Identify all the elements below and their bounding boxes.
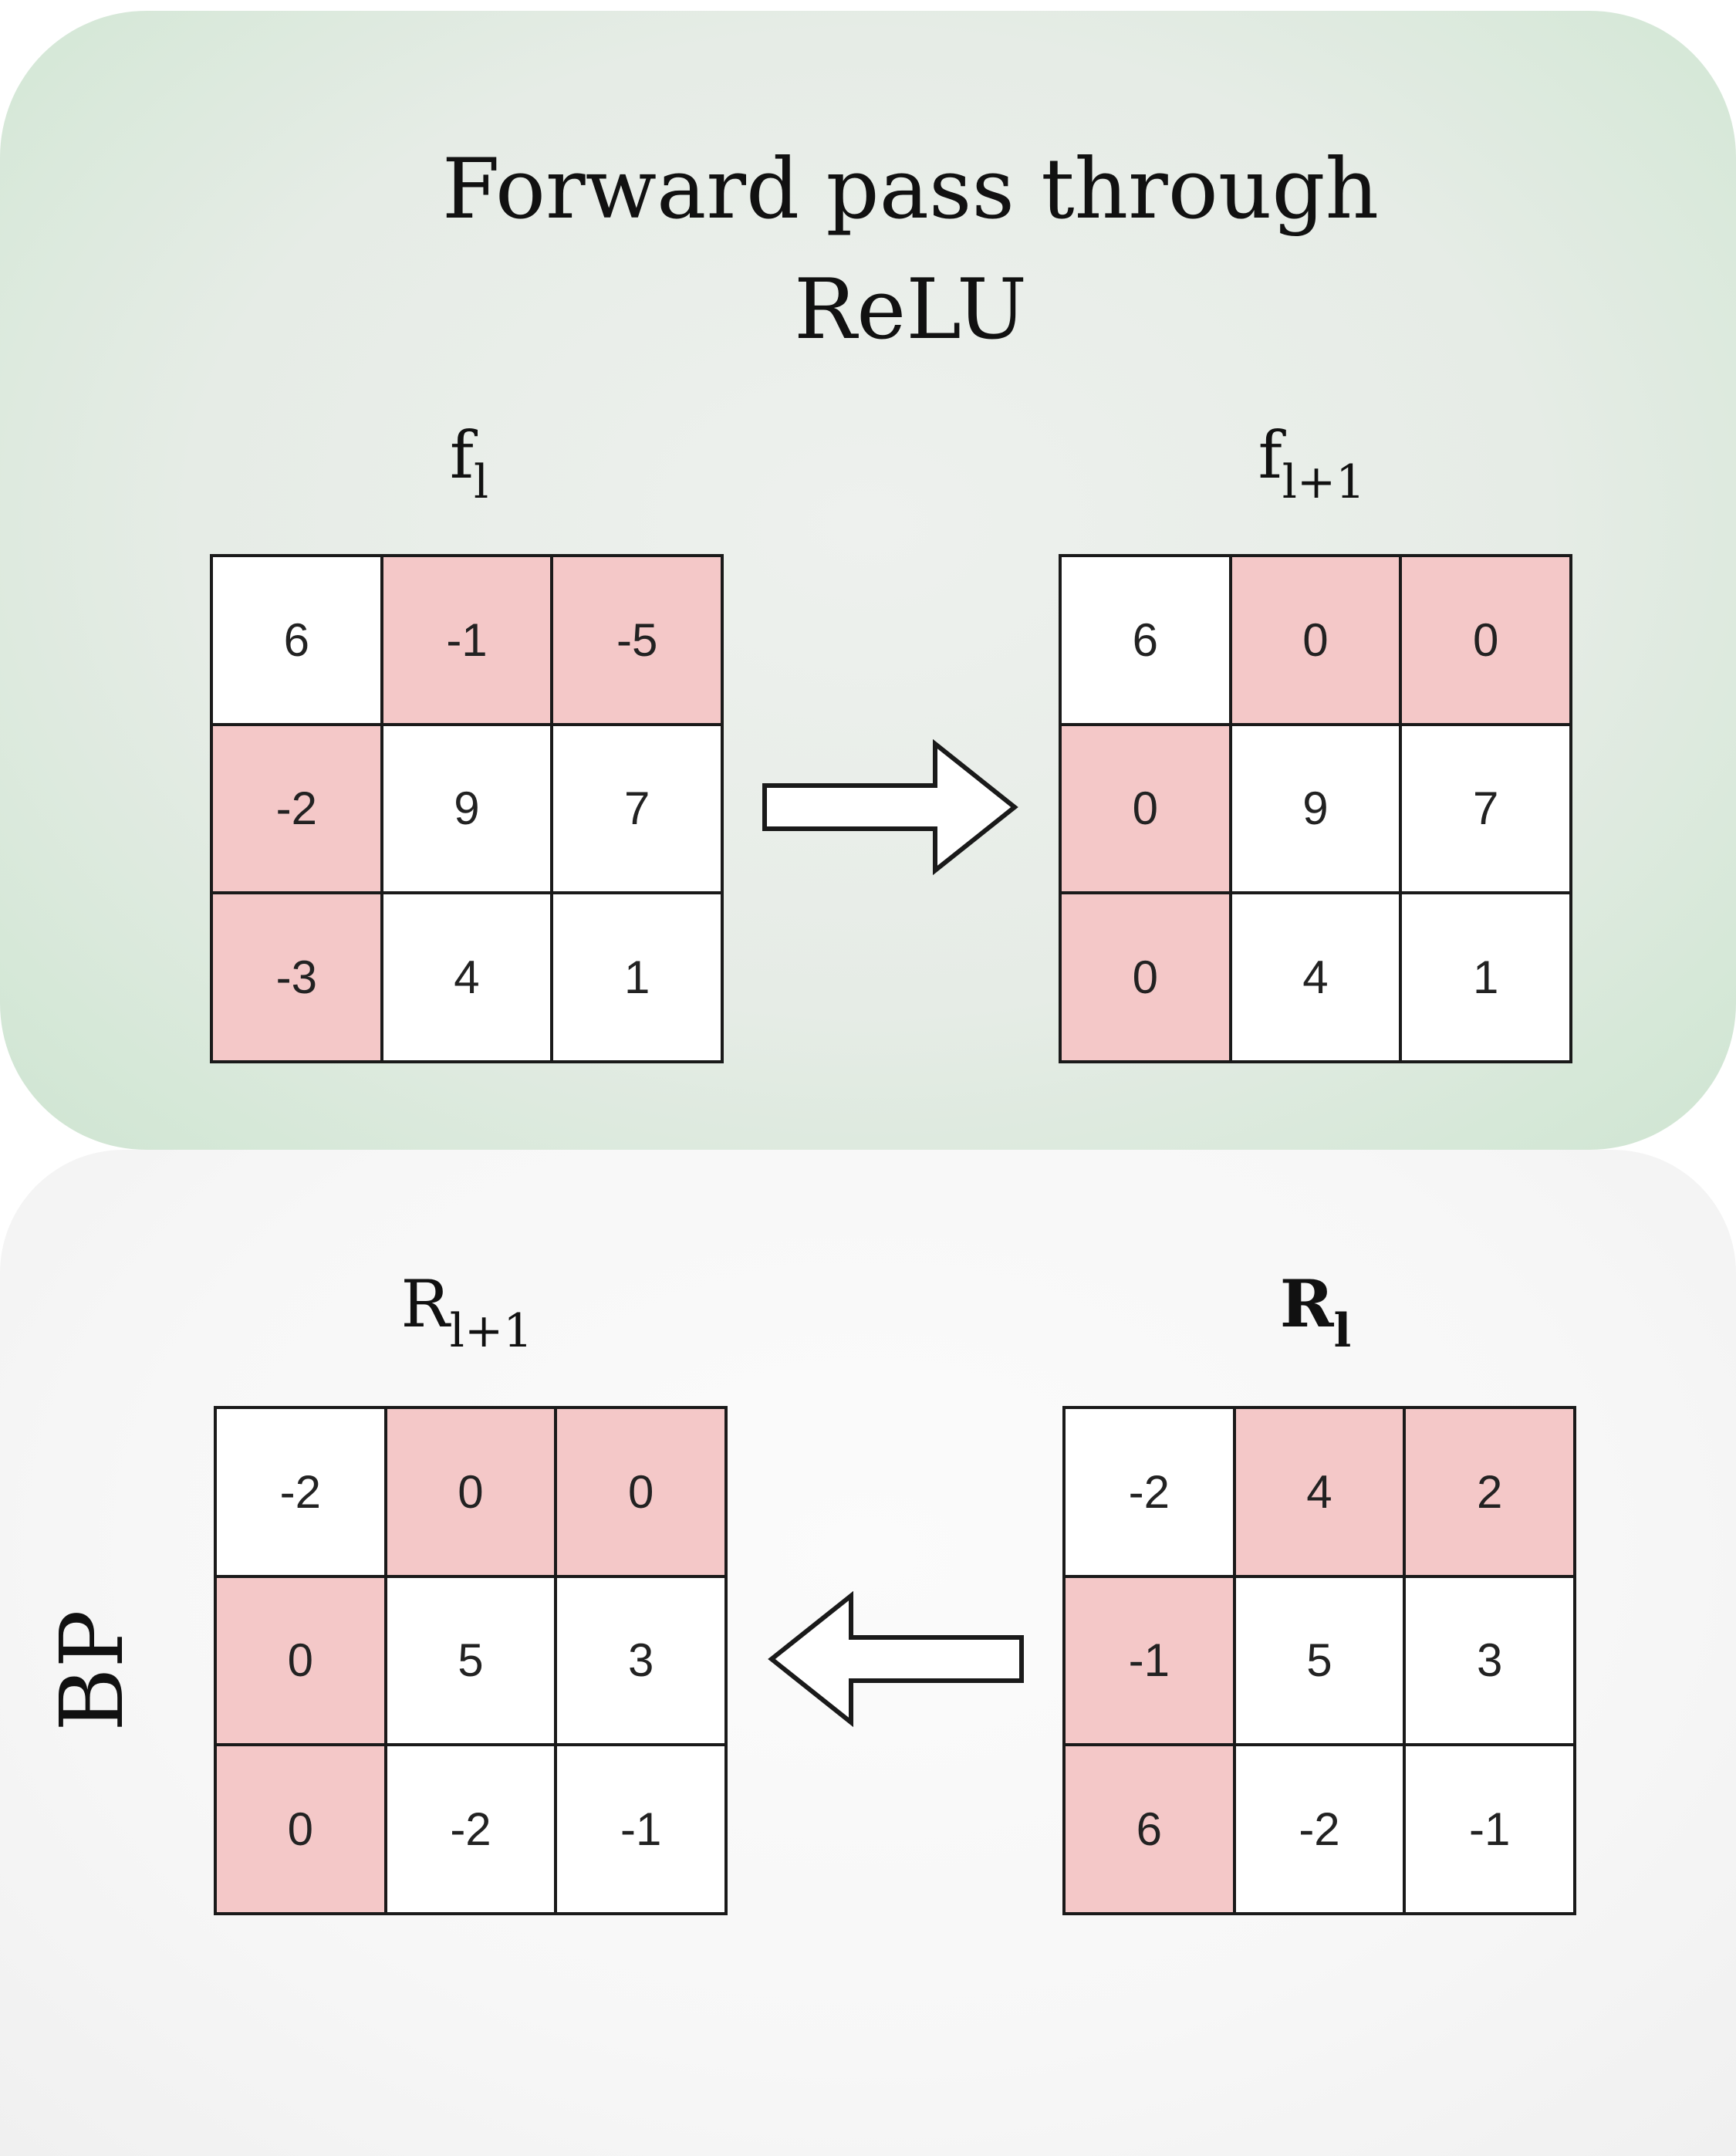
- input-feature-label: fl: [238, 417, 701, 521]
- output-matrix-cell-r3c3: 1: [1402, 894, 1569, 1060]
- relevance-current-matrix-cell-r3c1: 6: [1066, 1746, 1233, 1912]
- relevance-next-matrix-cell-r2c2: 5: [387, 1577, 555, 1744]
- backward-arrow-icon: [768, 1591, 1024, 1727]
- diagram-title: Forward pass through ReLU: [386, 130, 1435, 370]
- relevance-current-sub: l: [1333, 1304, 1352, 1358]
- output-matrix-cell-r1c2: 0: [1231, 557, 1400, 723]
- relevance-next-matrix-cell-r3c2: -2: [387, 1746, 555, 1912]
- input-matrix-cell-r2c3: 7: [553, 725, 721, 892]
- relevance-next-matrix-cell-r2c3: 3: [557, 1577, 724, 1744]
- relevance-current-matrix-cell-r1c3: 2: [1406, 1409, 1573, 1575]
- input-label-base: f: [449, 417, 474, 493]
- relevance-next-matrix-cell-r3c1: 0: [217, 1746, 384, 1912]
- relevance-next-base: R: [400, 1266, 450, 1342]
- input-matrix-cell-r1c3: -5: [553, 557, 721, 723]
- output-matrix-cell-r3c2: 4: [1231, 894, 1400, 1060]
- relevance-next-matrix-cell-r1c3: 0: [557, 1409, 724, 1575]
- forward-arrow-icon: [762, 739, 1018, 875]
- title-line-2: ReLU: [793, 262, 1028, 358]
- relevance-current-matrix-cell-r2c2: 5: [1235, 1577, 1403, 1744]
- relevance-current-label: Rl: [1084, 1266, 1547, 1370]
- input-matrix-cell-r1c2: -1: [383, 557, 551, 723]
- output-matrix-cell-r2c3: 7: [1402, 725, 1569, 892]
- input-label-sub: l: [473, 455, 489, 509]
- relevance-current-matrix-cell-r3c3: -1: [1406, 1746, 1573, 1912]
- relevance-next-matrix-cell-r1c2: 0: [387, 1409, 555, 1575]
- relevance-next-matrix-cell-r1c1: -2: [217, 1409, 384, 1575]
- relevance-next-label: Rl+1: [235, 1266, 698, 1370]
- input-matrix-cell-r2c1: -2: [213, 725, 380, 892]
- relevance-next-matrix-cell-r3c3: -1: [557, 1746, 724, 1912]
- relevance-current-matrix-cell-r3c2: -2: [1235, 1746, 1403, 1912]
- input-matrix-cell-r3c1: -3: [213, 894, 380, 1060]
- output-label-sub: l+1: [1282, 455, 1366, 509]
- output-matrix-cell-r1c1: 6: [1062, 557, 1229, 723]
- title-line-1: Forward pass through: [441, 141, 1380, 238]
- output-matrix-cell-r3c1: 0: [1062, 894, 1229, 1060]
- output-matrix-cell-r1c3: 0: [1402, 557, 1569, 723]
- bp-side-label: BP: [42, 1610, 143, 1732]
- input-matrix-cell-r3c2: 4: [383, 894, 551, 1060]
- relevance-current-matrix-cell-r1c1: -2: [1066, 1409, 1233, 1575]
- output-label-base: f: [1258, 417, 1282, 493]
- input-matrix-cell-r3c3: 1: [553, 894, 721, 1060]
- input-matrix-cell-r2c2: 9: [383, 725, 551, 892]
- relevance-current-matrix-cell-r2c1: -1: [1066, 1577, 1233, 1744]
- output-feature-label: fl+1: [1080, 417, 1543, 521]
- output-matrix-cell-r2c2: 9: [1231, 725, 1400, 892]
- relevance-next-matrix-cell-r2c1: 0: [217, 1577, 384, 1744]
- relevance-next-sub: l+1: [449, 1304, 533, 1358]
- relevance-current-matrix-cell-r1c2: 4: [1235, 1409, 1403, 1575]
- input-matrix-cell-r1c1: 6: [213, 557, 380, 723]
- output-matrix-cell-r2c1: 0: [1062, 725, 1229, 892]
- relevance-current-matrix-cell-r2c3: 3: [1406, 1577, 1573, 1744]
- relevance-current-base: R: [1279, 1266, 1334, 1342]
